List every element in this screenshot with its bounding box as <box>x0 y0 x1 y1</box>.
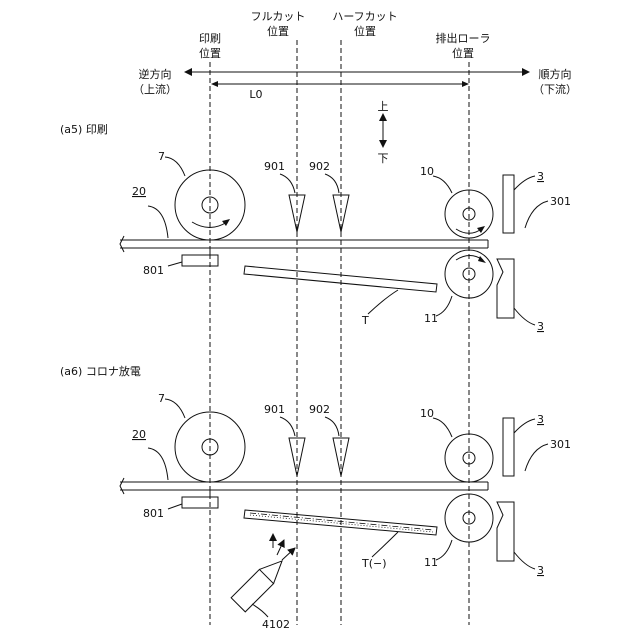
full-cutter-label: 901 <box>264 403 285 416</box>
lower-roller-label: 11 <box>424 312 438 325</box>
sensor-label: 801 <box>143 264 164 277</box>
discharge-arrow-2 <box>282 548 295 560</box>
guide-part-leader <box>525 444 548 471</box>
print-position-label-1: 印刷 <box>199 32 221 45</box>
lower-guide-leader <box>514 308 535 325</box>
upper-guide-label: 3 <box>537 170 544 183</box>
discharger-body <box>231 569 273 611</box>
half-cut-position-label-2: 位置 <box>354 24 376 38</box>
upper-roller-leader <box>433 418 452 437</box>
upper-roller-label: 10 <box>420 165 434 178</box>
up-arrow-icon <box>379 113 387 121</box>
panel-a6: (a6) コロナ放電 7 20 801 901 902 T(−) <box>60 364 571 631</box>
full-cut-position-label-1: フルカット <box>251 10 306 23</box>
lower-guide <box>497 259 514 318</box>
down-arrow-icon <box>379 140 387 148</box>
upper-roller-label: 10 <box>420 407 434 420</box>
platen-leader <box>165 399 185 418</box>
lower-guide-leader <box>514 552 535 569</box>
half-cutter-leader <box>325 417 339 436</box>
upper-guide-leader <box>514 176 535 190</box>
platen-label: 7 <box>158 150 165 163</box>
upstream-arrowhead-icon <box>184 68 192 76</box>
lower-roller-rotation-arrowhead-icon <box>478 256 486 263</box>
sensor-801 <box>182 255 218 266</box>
full-cutter-leader <box>280 174 295 193</box>
guide-part-leader <box>525 201 548 228</box>
panel-a5-caption: (a5) 印刷 <box>60 123 108 136</box>
corona-discharger <box>231 554 289 612</box>
upper-roller-rotation-arrowhead-icon <box>477 226 485 233</box>
l0-label: L0 <box>249 88 262 101</box>
upper-roller-leader <box>433 176 452 193</box>
guide-part-label: 301 <box>550 438 571 451</box>
half-cut-position-label-1: ハーフカット <box>332 10 397 23</box>
eject-roller-position-label-2: 位置 <box>452 46 474 60</box>
tape-break-mark <box>120 478 124 494</box>
tape-label: 20 <box>132 428 146 441</box>
eject-roller-position-label-1: 排出ローラ <box>436 31 491 45</box>
lower-guide-label: 3 <box>537 320 544 333</box>
upstream-label-2: （上流） <box>133 82 177 96</box>
half-cutter-leader <box>325 174 339 193</box>
half-cutter-label: 902 <box>309 160 330 173</box>
guide-part-label: 301 <box>550 195 571 208</box>
panel-a5: (a5) 印刷 7 20 801 901 902 T <box>60 123 571 333</box>
discharger-leader <box>252 604 268 617</box>
discharger-label: 4102 <box>262 618 290 631</box>
upper-guide-label: 3 <box>537 413 544 426</box>
platen-leader <box>165 157 185 176</box>
lower-roller-leader <box>436 296 452 316</box>
upstream-label-1: 逆方向 <box>139 67 172 81</box>
lower-guide <box>497 502 514 561</box>
print-position-label-2: 位置 <box>199 46 221 60</box>
tube-label: T(−) <box>361 557 387 570</box>
full-cut-position-label-2: 位置 <box>267 24 289 38</box>
panel-a6-caption: (a6) コロナ放電 <box>60 364 141 378</box>
tape-label: 20 <box>132 185 146 198</box>
down-label: 下 <box>378 152 389 165</box>
l0-left-arrowhead-icon <box>211 81 218 87</box>
tape-break-mark <box>120 236 124 252</box>
downstream-label-2: （下流） <box>533 82 577 96</box>
upper-guide <box>503 175 514 233</box>
sensor-leader <box>168 504 182 509</box>
sensor-label: 801 <box>143 507 164 520</box>
platen-rotation-arrowhead-icon <box>222 219 230 226</box>
tape-leader <box>148 448 168 480</box>
tape-leader <box>148 206 168 238</box>
full-cutter-leader <box>280 417 295 436</box>
tube-label: T <box>361 314 369 327</box>
upper-guide <box>503 418 514 476</box>
discharger-tip <box>259 554 289 584</box>
sensor-leader <box>168 262 182 266</box>
tube-leader <box>372 532 398 557</box>
upper-guide-leader <box>514 419 535 433</box>
discharge-arrow-1 <box>277 540 284 555</box>
up-label: 上 <box>378 100 389 113</box>
lower-guide-label: 3 <box>537 564 544 577</box>
l0-right-arrowhead-icon <box>462 81 469 87</box>
tube-leader <box>368 290 398 314</box>
lower-roller-leader <box>436 540 452 560</box>
lower-roller-label: 11 <box>424 556 438 569</box>
downstream-arrowhead-icon <box>522 68 530 76</box>
sensor-801 <box>182 497 218 508</box>
half-cutter-label: 902 <box>309 403 330 416</box>
platen-label: 7 <box>158 392 165 405</box>
downstream-label-1: 順方向 <box>539 67 572 81</box>
platen-roller <box>175 170 245 240</box>
full-cutter-label: 901 <box>264 160 285 173</box>
